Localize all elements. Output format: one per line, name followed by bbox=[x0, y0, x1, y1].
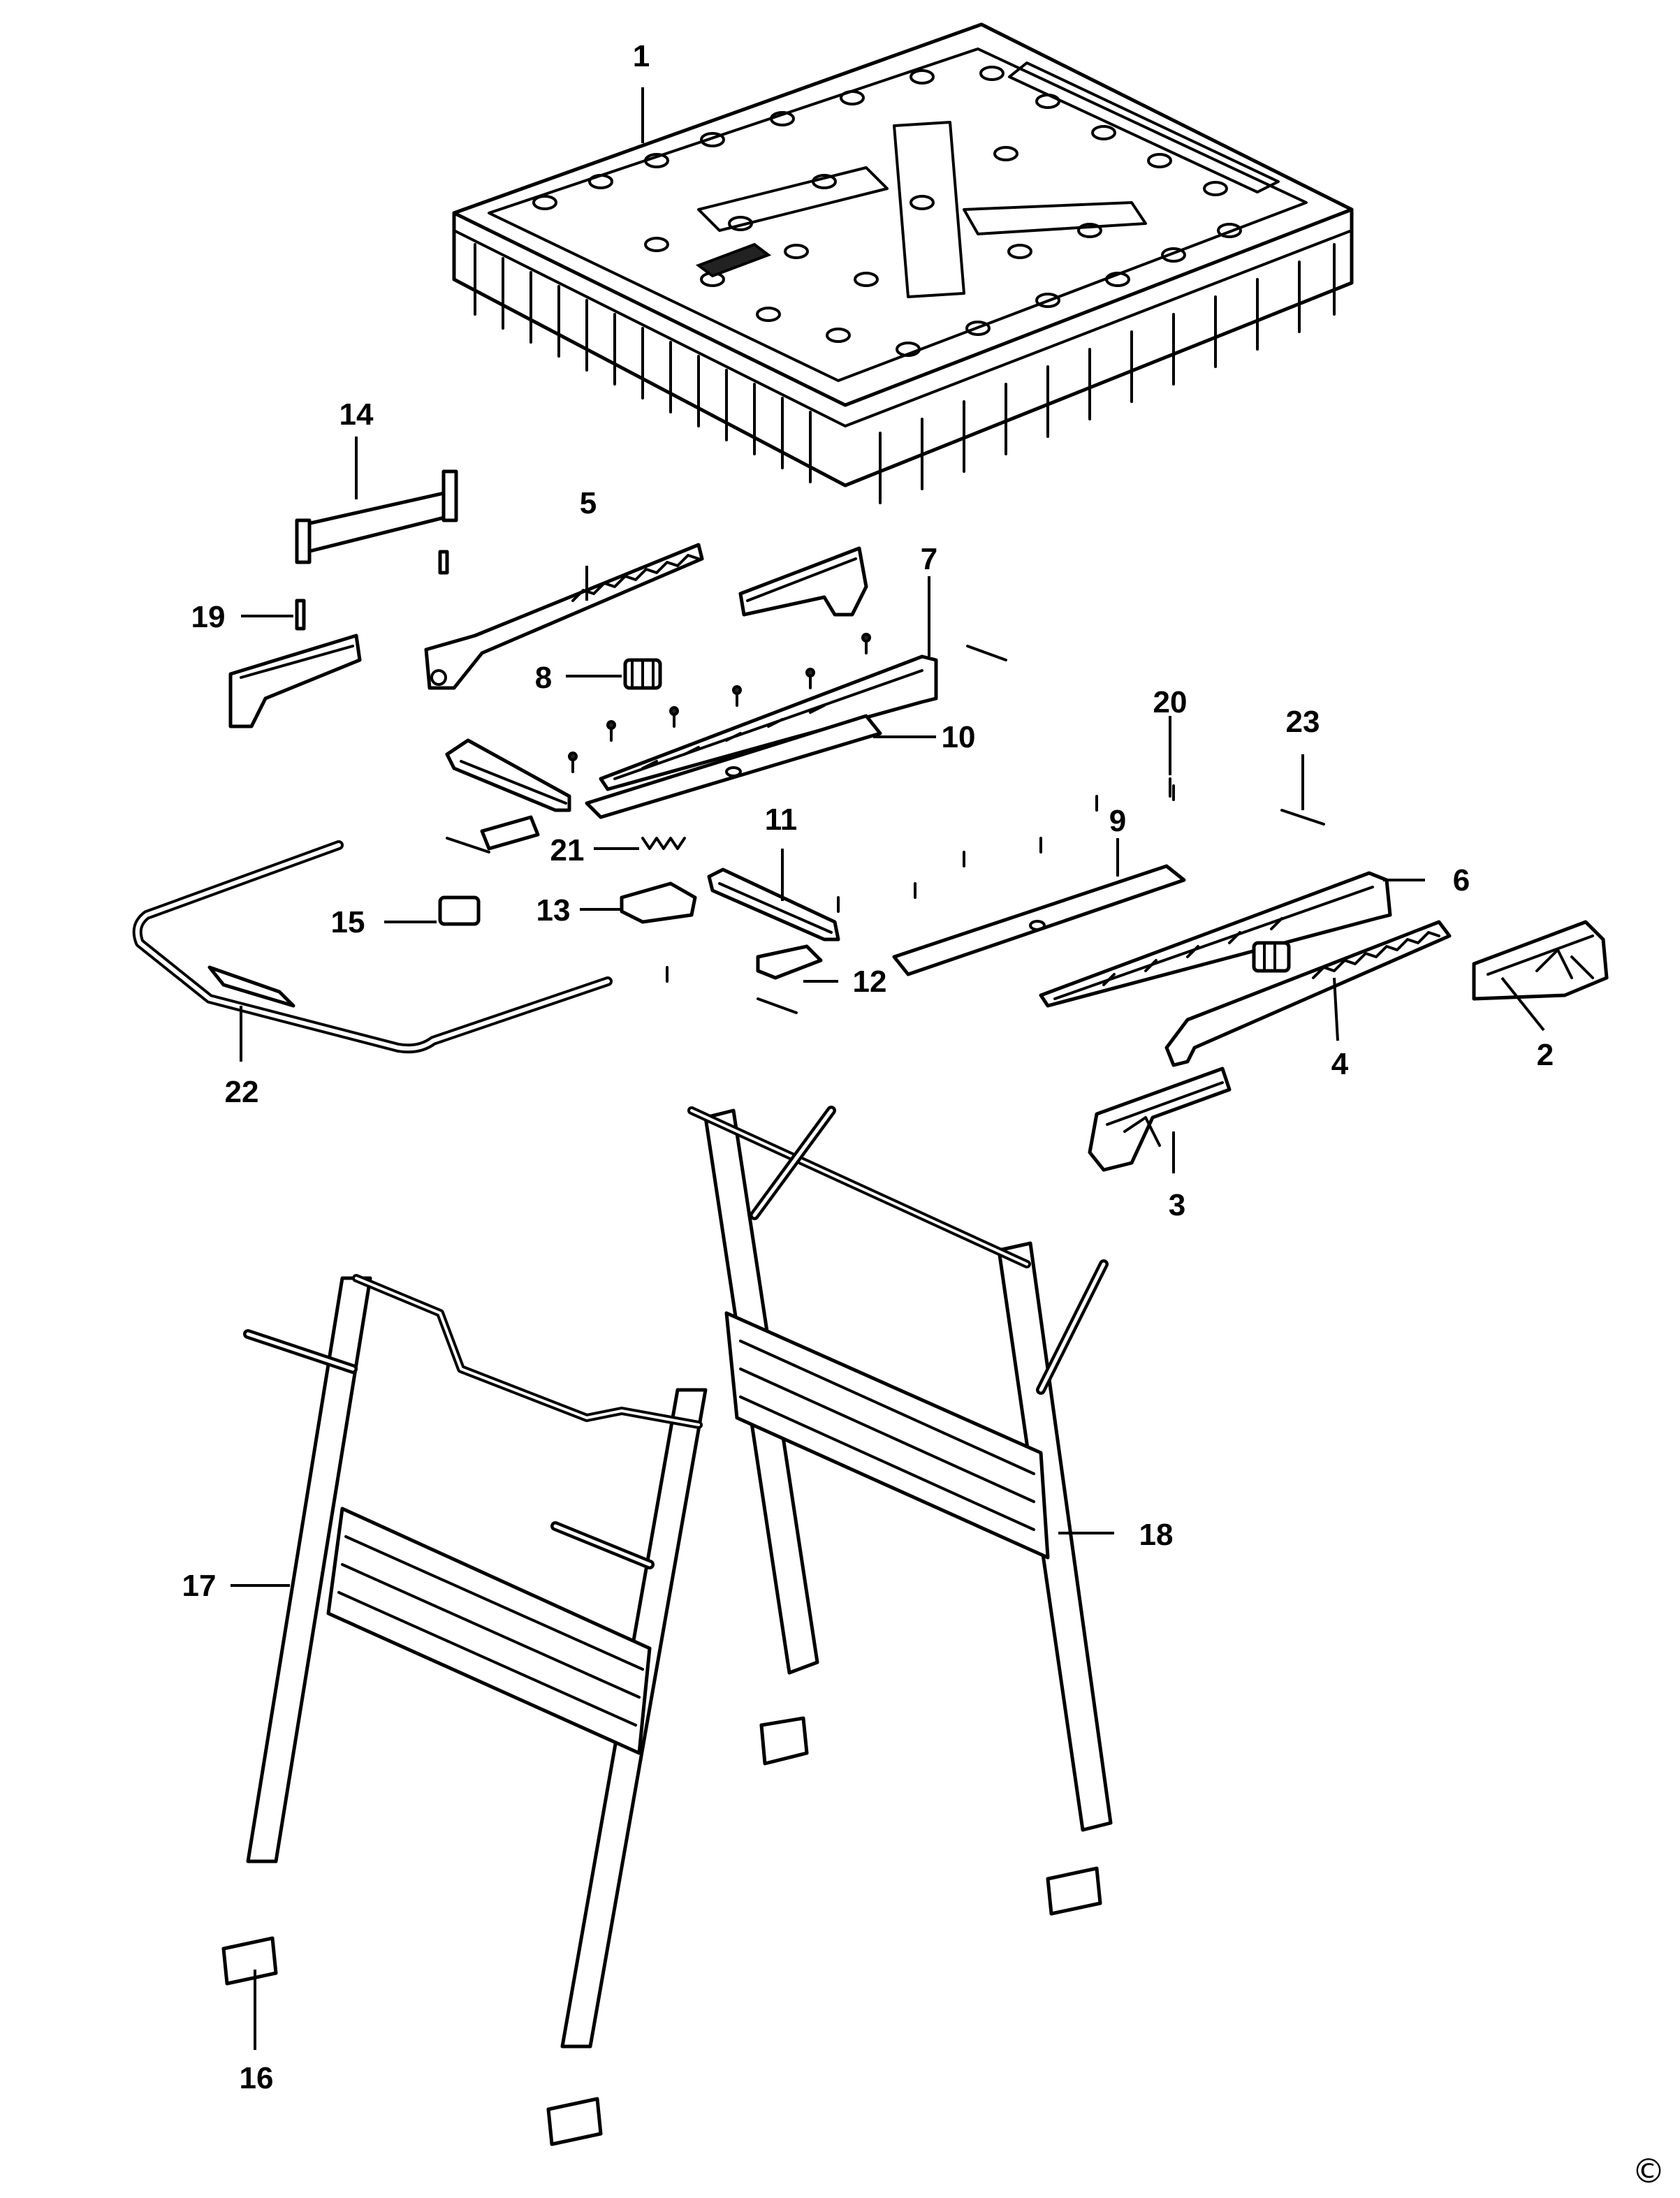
guide-part bbox=[707, 867, 840, 942]
callout-19: 19 bbox=[191, 600, 226, 634]
copyright-mark: © bbox=[1632, 2152, 1665, 2191]
callout-18: 18 bbox=[1139, 1518, 1174, 1552]
callout-20: 20 bbox=[1153, 685, 1188, 719]
dog-holes bbox=[532, 66, 1242, 357]
plate-part bbox=[892, 864, 1186, 976]
callout-1: 1 bbox=[633, 39, 650, 73]
pin-part bbox=[295, 550, 449, 631]
handle-frame-part bbox=[132, 840, 613, 1054]
callout-3: 3 bbox=[1169, 1188, 1185, 1222]
slide-part bbox=[599, 654, 938, 791]
jaw-part bbox=[228, 633, 362, 728]
callout-12: 12 bbox=[853, 965, 887, 999]
callout-16: 16 bbox=[240, 2061, 274, 2095]
foot-part bbox=[221, 1936, 603, 2146]
callout-7: 7 bbox=[921, 542, 937, 576]
callout-4: 4 bbox=[1331, 1047, 1349, 1081]
callout-8: 8 bbox=[535, 661, 552, 695]
callout-21: 21 bbox=[550, 833, 585, 867]
slider-part bbox=[445, 738, 571, 812]
leg-bracket-part bbox=[295, 469, 458, 564]
callout-5: 5 bbox=[580, 486, 597, 520]
jaw-part bbox=[1472, 920, 1609, 1001]
screw-part bbox=[446, 837, 490, 853]
clip-part bbox=[438, 895, 481, 926]
jaw-part bbox=[738, 546, 868, 617]
rear-leg-frame-part bbox=[687, 1106, 1113, 1832]
slide-part bbox=[1039, 871, 1392, 1008]
callout-17: 17 bbox=[182, 1569, 217, 1603]
callout-11: 11 bbox=[765, 803, 798, 837]
clip-part bbox=[756, 944, 823, 980]
latch-part bbox=[620, 881, 697, 924]
plate-part bbox=[585, 714, 882, 819]
screw-part bbox=[666, 784, 1175, 1014]
rack-part bbox=[1164, 920, 1452, 1067]
front-leg-frame-part bbox=[243, 1274, 708, 2049]
callout-labels: 1 2 3 4 5 6 7 8 9 10 11 12 13 14 15 16 1… bbox=[182, 39, 1554, 2095]
screw-parts bbox=[568, 633, 1007, 773]
callout-10: 10 bbox=[942, 720, 976, 754]
callout-22: 22 bbox=[225, 1075, 259, 1109]
clip-part bbox=[480, 815, 540, 851]
jaw-part bbox=[1088, 1067, 1232, 1172]
callout-2: 2 bbox=[1537, 1038, 1554, 1072]
callout-leaders bbox=[231, 87, 1545, 2050]
callout-6: 6 bbox=[1453, 863, 1470, 897]
callout-13: 13 bbox=[536, 893, 571, 928]
pinion-gear-part bbox=[1252, 941, 1291, 973]
callout-14: 14 bbox=[339, 397, 374, 432]
callout-9: 9 bbox=[1109, 804, 1126, 838]
callout-15: 15 bbox=[331, 905, 365, 939]
spring-part bbox=[641, 837, 686, 850]
bolt-part bbox=[1169, 777, 1325, 826]
rack-part bbox=[424, 543, 704, 690]
foot-part bbox=[759, 1716, 1102, 1916]
pinion-gear-part bbox=[623, 658, 662, 690]
worktop-part bbox=[452, 22, 1354, 504]
callout-23: 23 bbox=[1286, 705, 1320, 739]
